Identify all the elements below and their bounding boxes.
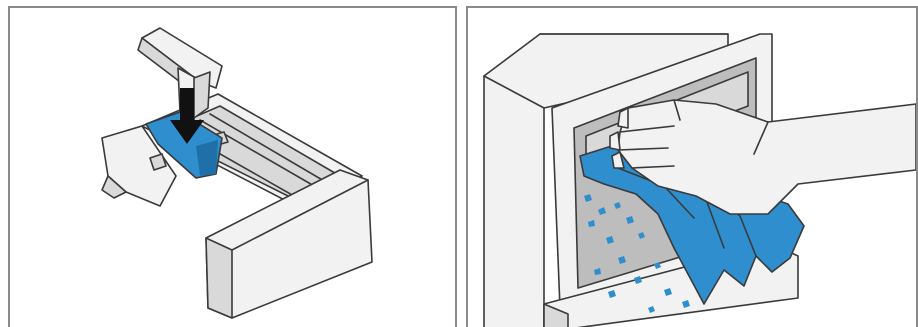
wipe-compartment-illustration	[468, 8, 916, 327]
detergent-drawer-illustration	[10, 8, 455, 327]
illustration-panel-wipe	[466, 6, 918, 327]
illustration-panel-insert	[8, 6, 457, 327]
detergent-drawer-icon	[102, 94, 372, 318]
